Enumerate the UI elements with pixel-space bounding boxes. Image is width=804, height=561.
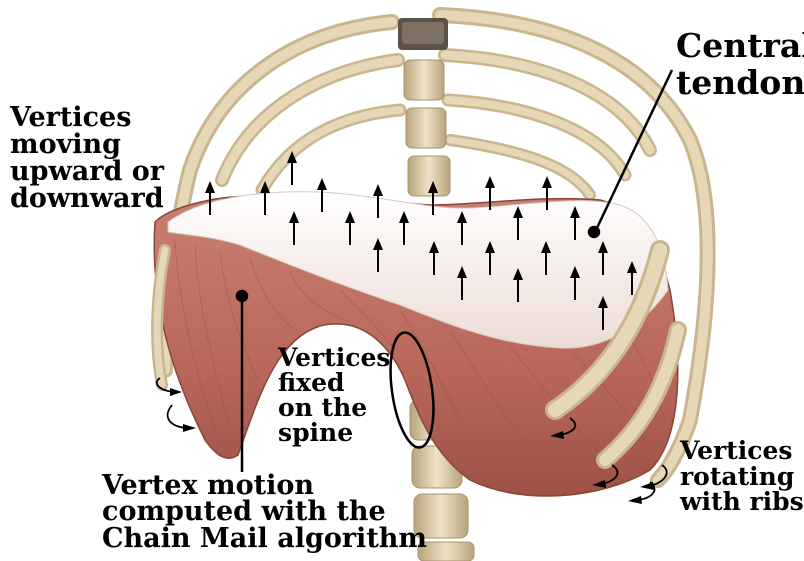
rotation-arrow-icon xyxy=(168,405,188,428)
vertices-rotating-label: Vertices rotating with ribs xyxy=(680,438,804,515)
chain-mail-label: Vertex motion computed with the Chain Ma… xyxy=(102,473,427,552)
rib xyxy=(262,110,400,190)
central-tendon-label: Central tendon xyxy=(676,28,804,102)
rotation-arrow-head-icon xyxy=(183,424,196,432)
rotation-arrow-head-icon xyxy=(170,388,182,396)
vertices-fixed-label: Vertices fixed on the spine xyxy=(278,345,390,445)
rib xyxy=(450,140,590,195)
vertices-moving-label: Vertices moving upward or downward xyxy=(10,104,164,212)
rotation-arrow-head-icon xyxy=(628,496,642,504)
